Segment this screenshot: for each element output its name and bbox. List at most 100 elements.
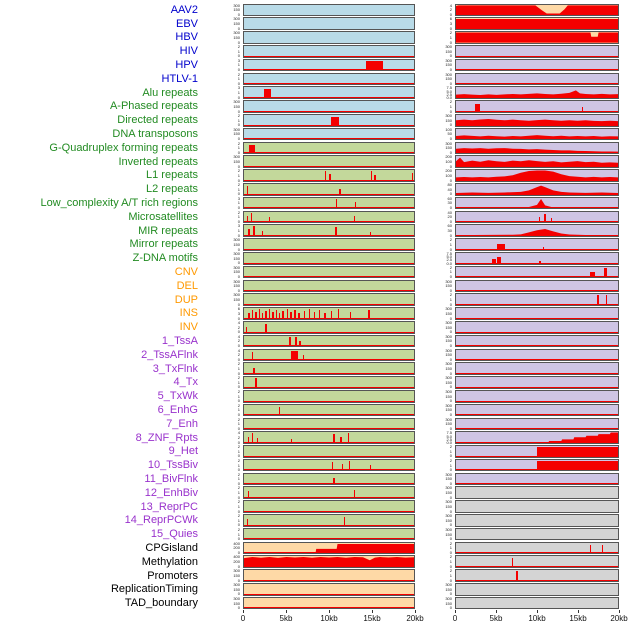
y-tick-label: 1	[237, 145, 240, 151]
signal-line	[369, 465, 372, 471]
y-tick-label: 0	[449, 577, 452, 582]
signal-line	[544, 213, 546, 223]
y-tick-label: 1	[237, 186, 240, 192]
left-track-panel	[243, 72, 415, 86]
track-label: DEL	[176, 279, 198, 292]
signal-line	[278, 406, 281, 416]
y-tick-label: 1	[449, 572, 452, 578]
signal-baseline	[456, 110, 618, 112]
x-tick-label: 10kb	[320, 614, 338, 624]
left-track-panel	[243, 569, 415, 582]
signal-baseline	[456, 428, 618, 430]
right-track-panel	[455, 31, 619, 44]
y-tick-label: 20	[447, 214, 452, 220]
left-track-panel	[243, 320, 415, 334]
y-tick-label: 0	[237, 467, 240, 472]
signal-line	[411, 173, 414, 181]
y-tick-label: 0	[449, 108, 452, 113]
left-track-panel	[243, 403, 415, 417]
y-tick-label: 0	[449, 494, 452, 500]
x-tick-label: 15kb	[569, 614, 587, 624]
y-tick-label: 150	[233, 21, 240, 27]
y-tick-label: 3	[449, 21, 452, 27]
y-tick-label: 150	[445, 145, 452, 151]
y-tick-label: 0	[449, 191, 452, 196]
signal-baseline	[244, 110, 414, 112]
y-tick-label: 0	[237, 67, 240, 72]
signal-baseline	[244, 152, 414, 154]
y-tick-label: 1	[449, 103, 452, 109]
signal-baseline	[244, 359, 414, 361]
y-tick-label: 300	[445, 514, 452, 519]
y-tick-label: 0	[237, 11, 240, 17]
left-track-panel	[243, 238, 415, 251]
signal-line	[268, 309, 271, 319]
signal-block	[590, 271, 596, 278]
y-tick-label: 0	[449, 329, 452, 334]
signal-line	[347, 433, 350, 443]
y-tick-label: 300	[445, 417, 452, 422]
left-track-panel	[243, 596, 415, 610]
track-label: A-Phased repeats	[109, 100, 198, 113]
right-track-panel	[455, 141, 619, 155]
right-track-panel	[455, 224, 619, 237]
signal-baseline	[244, 276, 414, 278]
left-track-panel	[243, 389, 415, 403]
left-track-panel	[243, 3, 415, 17]
y-tick-label: 2	[237, 486, 240, 491]
right-track-panel	[455, 376, 619, 389]
y-tick-label: 3	[237, 196, 240, 201]
y-tick-label: 2	[237, 352, 240, 358]
right-track-panel	[455, 445, 619, 458]
y-tick-label: 7.5	[446, 86, 452, 91]
signal-line	[318, 310, 321, 319]
x-tick-mark	[329, 610, 330, 614]
y-tick-label: 0	[449, 412, 452, 417]
signal-line	[538, 216, 541, 223]
y-tick-label: 150	[445, 407, 452, 413]
track-label: Alu repeats	[142, 86, 198, 99]
signal-line	[245, 327, 248, 333]
y-tick-label: 60	[447, 196, 452, 201]
signal-line	[337, 309, 340, 319]
signal-line	[247, 436, 249, 443]
right-track-panel	[455, 431, 619, 444]
y-tick-label: 2	[237, 210, 240, 215]
signal-area	[456, 118, 618, 126]
y-tick-label: 0	[237, 218, 240, 224]
y-tick-label: 0	[237, 315, 240, 320]
y-tick-label: 2	[449, 31, 452, 36]
x-tick-label: 20kb	[406, 614, 424, 624]
signal-line	[335, 227, 337, 236]
y-tick-label: 2	[237, 44, 240, 49]
y-tick-label: 200	[233, 545, 240, 551]
y-tick-label: 3	[237, 224, 240, 229]
y-tick-label: 0	[449, 163, 452, 168]
signal-baseline	[456, 579, 618, 581]
left-track-panel	[243, 486, 415, 500]
x-tick-mark	[496, 610, 497, 614]
signal-block	[263, 88, 272, 98]
y-tick-label: 100	[445, 159, 452, 165]
y-tick-label: 1	[237, 76, 240, 82]
y-tick-label: 0	[237, 53, 240, 58]
signal-line	[353, 489, 356, 499]
signal-line	[550, 217, 553, 223]
signal-baseline	[244, 234, 414, 236]
